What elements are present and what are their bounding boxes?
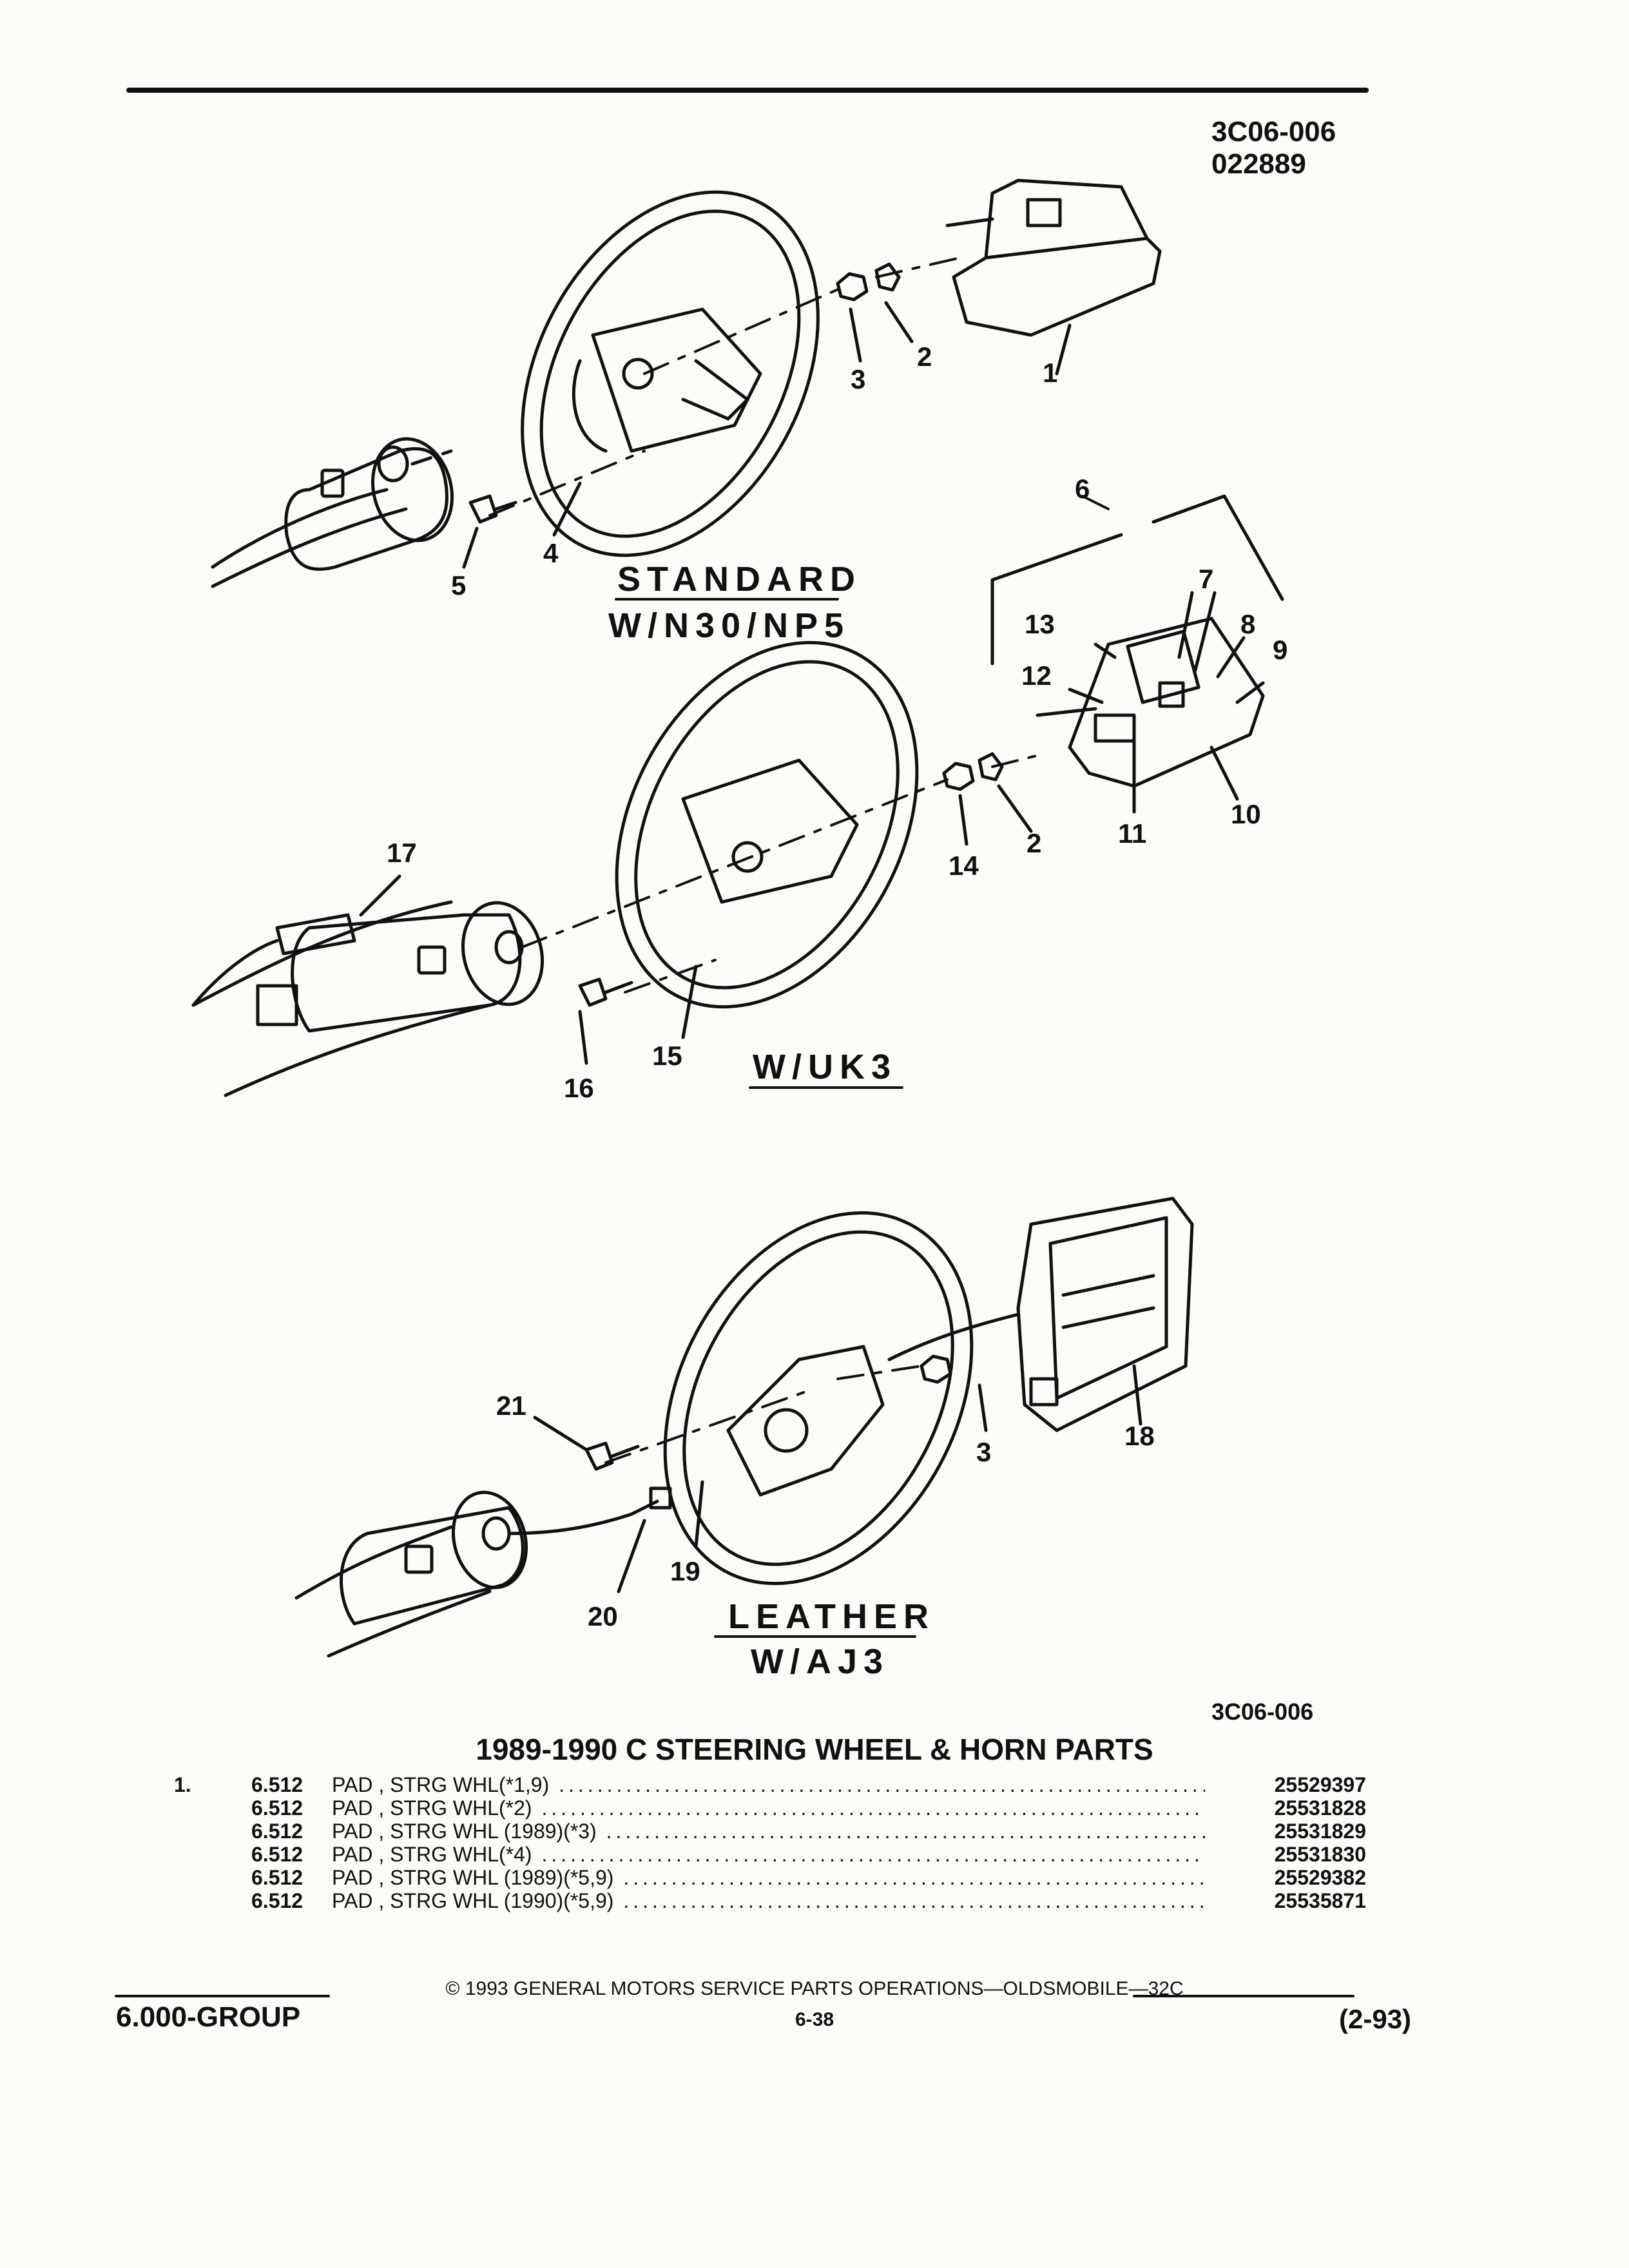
callout-12: 12 — [1021, 660, 1052, 691]
parts-row: 1. 6.512 PAD , STRG WHL(*1,9) ............… — [174, 1773, 1366, 1796]
callout-10: 10 — [1231, 799, 1261, 829]
callout-20: 20 — [588, 1601, 618, 1631]
standard-assembly — [211, 178, 1162, 588]
callout-3-leather: 3 — [976, 1437, 992, 1467]
group-code: 6.512 — [251, 1796, 304, 1820]
parts-row: 6.512 PAD , STRG WHL (1989)(*5,9) .......… — [174, 1866, 1366, 1889]
part-description: PAD , STRG WHL(*1,9) ...................… — [332, 1773, 1205, 1796]
clip-2 — [874, 262, 901, 292]
bracket-6 — [990, 494, 1284, 666]
callout-16: 16 — [564, 1073, 594, 1103]
group-code: 6.512 — [251, 1773, 304, 1796]
parts-list-title: 1989-1990 C STEERING WHEEL & HORN PARTS — [476, 1733, 1153, 1766]
callout-4: 4 — [543, 538, 559, 568]
callout-8: 8 — [1240, 609, 1256, 639]
callout-19: 19 — [670, 1556, 700, 1586]
wire-20 — [507, 1499, 659, 1535]
callout-9: 9 — [1273, 635, 1288, 665]
callout-14: 14 — [949, 850, 979, 881]
callout-6: 6 — [1075, 474, 1090, 504]
group-code: 6.512 — [251, 1889, 304, 1912]
callout-21: 21 — [496, 1390, 526, 1421]
variant-code-standard: W/N30/NP5 — [608, 606, 851, 645]
footer-group: 6.000-GROUP — [116, 2001, 301, 2033]
callout-15: 15 — [652, 1041, 682, 1071]
item-number: 1. — [174, 1773, 191, 1796]
steering-wheel-leather — [663, 1211, 974, 1586]
group-code: 6.512 — [251, 1820, 304, 1843]
footer-copyright: © 1993 GENERAL MOTORS SERVICE PARTS OPER… — [445, 1978, 1184, 1999]
airbag-module-18 — [1016, 1196, 1194, 1432]
part-number: 25531829 — [1274, 1820, 1366, 1843]
callout-2-uk3: 2 — [1027, 828, 1042, 858]
leather-assembly — [294, 1196, 1194, 1658]
variant-label-leather: LEATHER — [728, 1597, 935, 1636]
callout-11: 11 — [1118, 818, 1147, 849]
part-description: PAD , STRG WHL (1989)(*3) ..............… — [332, 1820, 1205, 1843]
ref-code: 3C06-006 — [1211, 116, 1336, 148]
diagram-ref: 3C06-006 — [1211, 1698, 1314, 1725]
steering-wheel-standard — [521, 190, 820, 557]
callout-1: 1 — [1043, 358, 1058, 388]
parts-row: 6.512 PAD , STRG WHL (1990)(*5,9) .......… — [174, 1889, 1366, 1912]
switch-pad-assembly — [1068, 617, 1265, 788]
callout-13: 13 — [1025, 609, 1055, 639]
parts-row: 6.512 PAD , STRG WHL (1989)(*3) .........… — [174, 1820, 1366, 1843]
part-number: 25529397 — [1274, 1773, 1366, 1796]
nut-3 — [836, 272, 869, 302]
footer-page-number: 6-38 — [795, 2009, 834, 2030]
variant-label-uk3: W/UK3 — [753, 1048, 897, 1086]
footer-revision: (2-93) — [1339, 2004, 1412, 2034]
diagram-reference-header: 3C06-006 022889 — [1211, 116, 1336, 180]
part-description: PAD , STRG WHL (1989)(*5,9) ............… — [332, 1866, 1205, 1889]
parts-row: 6.512 PAD , STRG WHL(*2) ................… — [174, 1796, 1366, 1820]
part-description: PAD , STRG WHL(*2) .....................… — [332, 1796, 1205, 1820]
uk3-assembly — [191, 494, 1284, 1097]
parts-list: 1. 6.512 PAD , STRG WHL(*1,9) ............… — [174, 1773, 1366, 1912]
part-number: 25531828 — [1274, 1796, 1366, 1820]
callout-2: 2 — [917, 341, 932, 372]
part-number: 25529382 — [1274, 1866, 1366, 1889]
connector-17 — [275, 913, 356, 956]
part-description: PAD , STRG WHL (1990)(*5,9) ............… — [332, 1889, 1205, 1912]
horn-pad-1 — [952, 236, 1162, 337]
steering-column — [211, 488, 408, 588]
part-description: PAD , STRG WHL(*4) .....................… — [332, 1843, 1205, 1866]
group-code: 6.512 — [251, 1843, 304, 1866]
variant-label-standard: STANDARD — [617, 560, 862, 599]
parts-row: 6.512 PAD , STRG WHL(*4) ................… — [174, 1843, 1366, 1866]
bolt-5 — [468, 494, 517, 524]
variant-code-leather: W/AJ3 — [751, 1642, 890, 1681]
callout-18: 18 — [1124, 1421, 1155, 1451]
part-number: 25535871 — [1274, 1889, 1366, 1912]
date-code: 022889 — [1211, 148, 1306, 180]
callout-17: 17 — [387, 838, 417, 868]
steering-wheel-uk3 — [615, 640, 919, 1009]
callout-5: 5 — [451, 570, 467, 601]
part-number: 25531830 — [1274, 1843, 1366, 1866]
group-code: 6.512 — [251, 1866, 304, 1889]
callout-7: 7 — [1199, 564, 1214, 594]
callout-3: 3 — [851, 364, 866, 394]
